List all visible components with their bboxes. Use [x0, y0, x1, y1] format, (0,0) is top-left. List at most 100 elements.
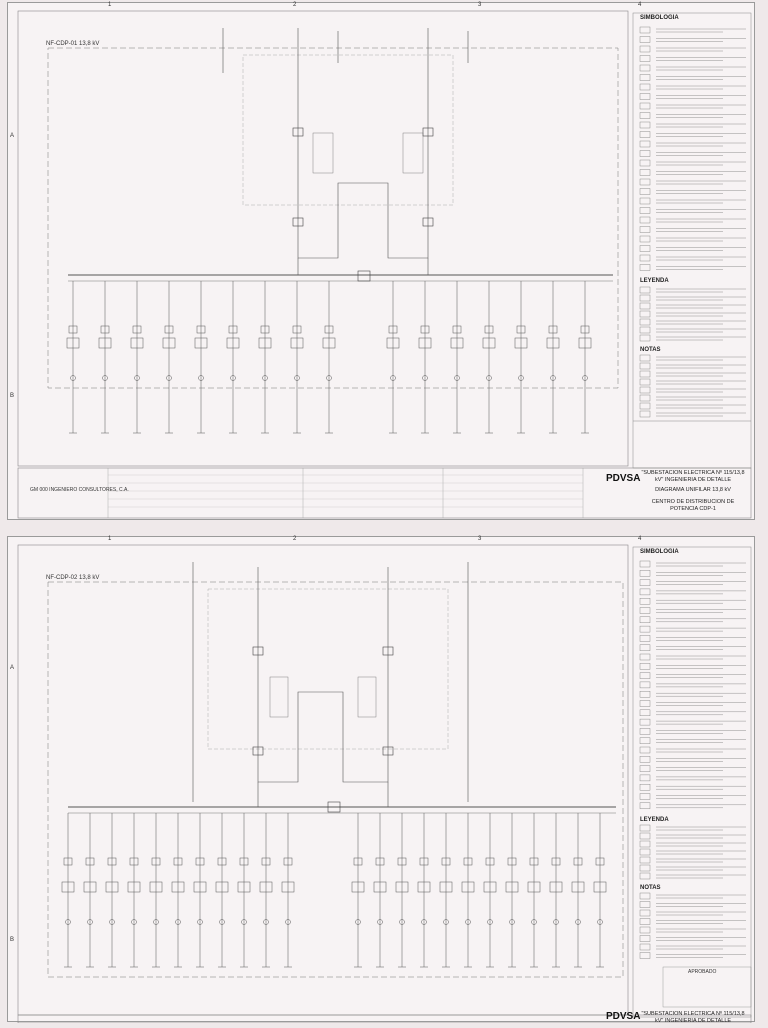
- col-number-3: 3: [478, 2, 482, 8]
- feeder-breaker: [151, 857, 161, 866]
- feeder-relay: [439, 881, 453, 893]
- symbol-glyph: [639, 286, 651, 294]
- feeder-relay: [61, 881, 75, 893]
- feeder-relay: [593, 881, 607, 893]
- feeder-breaker: [548, 325, 558, 334]
- feeder-ct: [285, 919, 291, 925]
- feeder-breaker: [529, 857, 539, 866]
- symbol-glyph: [639, 188, 651, 195]
- feeder-relay: [281, 881, 295, 893]
- feeder-breaker: [68, 325, 78, 334]
- feeder-breaker: [551, 857, 561, 866]
- legend-heading: LEYENDA: [640, 817, 669, 823]
- feeder-breaker: [292, 325, 302, 334]
- feeder-ct: [109, 919, 115, 925]
- bus-label: NF-CDP-01 13,8 kV: [46, 41, 100, 47]
- symbol-glyph: [639, 832, 651, 840]
- feeder-relay: [417, 881, 431, 893]
- feeder-breaker: [196, 325, 206, 334]
- symbol-glyph: [639, 36, 651, 43]
- symbol-glyph: [639, 872, 651, 880]
- symbol-glyph: [639, 848, 651, 856]
- symbol-glyph: [639, 140, 651, 148]
- feeder-breaker: [463, 857, 473, 866]
- symbol-glyph: [639, 410, 651, 418]
- symbol-glyph: [639, 302, 651, 310]
- drawing-title-3: CENTRO DE DISTRIBUCION DE POTENCIA CDP-1: [651, 499, 735, 512]
- symbol-glyph: [639, 943, 651, 951]
- feeder-ct: [241, 919, 247, 925]
- symbol-glyph: [639, 197, 651, 205]
- pdvsa-logo: PDVSA: [606, 1011, 641, 1022]
- symbol-glyph: [639, 254, 651, 262]
- feeder-relay: [258, 337, 272, 349]
- symbol-glyph: [639, 824, 651, 832]
- feeder-breaker: [353, 857, 363, 866]
- symbol-glyph: [639, 402, 651, 410]
- symbol-glyph: [639, 294, 651, 302]
- feeder-relay: [226, 337, 240, 349]
- feeder-ct: [443, 919, 449, 925]
- feeder-relay: [373, 881, 387, 893]
- drawing-sheet-1: 1 2 3 4 A B NF-CDP-01 13,8 kV SIMBOLOGIA…: [7, 2, 755, 520]
- feeder-breaker: [485, 857, 495, 866]
- feeder-relay: [237, 881, 251, 893]
- feeder-ct: [70, 375, 76, 381]
- symbol-glyph: [639, 644, 651, 651]
- feeder-ct: [465, 919, 471, 925]
- symbol-glyph: [639, 334, 651, 342]
- symbol-glyph: [639, 774, 651, 782]
- feeder-relay: [130, 337, 144, 349]
- feeder-relay: [546, 337, 560, 349]
- feeder-relay: [578, 337, 592, 349]
- feeder-ct: [87, 919, 93, 925]
- feeder-ct: [219, 919, 225, 925]
- symbol-glyph: [639, 746, 651, 754]
- feeder-relay: [386, 337, 400, 349]
- symbol-glyph: [639, 112, 651, 119]
- drawing-title-1: "SUBESTACION ELECTRICA Nº 115/13,8 kV" I…: [641, 1011, 745, 1024]
- feeder-breaker: [419, 857, 429, 866]
- drawing-sheet-2: 1 2 3 4 A B NF-CDP-02 13,8 kV SIMBOLOGIA…: [7, 536, 755, 1024]
- symbol-glyph: [639, 362, 651, 370]
- feeder-relay: [450, 337, 464, 349]
- feeder-ct: [65, 919, 71, 925]
- single-line-diagram-2: [17, 544, 752, 1024]
- symbol-glyph: [639, 216, 651, 224]
- symbol-glyph: [639, 793, 651, 800]
- notes-heading: NOTAS: [640, 885, 661, 891]
- feeder-ct: [198, 375, 204, 381]
- company-name: GM 000 INGENIERO CONSULTORES, C.A.: [30, 487, 129, 493]
- feeder-ct: [399, 919, 405, 925]
- col-number-1: 1: [108, 536, 112, 542]
- feeder-relay: [83, 881, 97, 893]
- feeder-breaker: [484, 325, 494, 334]
- symbol-glyph: [639, 370, 651, 378]
- symbol-glyph: [639, 178, 651, 186]
- feeder-ct: [175, 919, 181, 925]
- feeder-breaker: [217, 857, 227, 866]
- symbol-glyph: [639, 901, 651, 908]
- feeder-ct: [487, 919, 493, 925]
- symbol-glyph: [639, 226, 651, 233]
- feeder-breaker: [107, 857, 117, 866]
- feeder-ct: [262, 375, 268, 381]
- feeder-relay: [162, 337, 176, 349]
- feeder-relay: [290, 337, 304, 349]
- symbol-glyph: [639, 121, 651, 129]
- symbol-glyph: [639, 737, 651, 744]
- feeder-ct: [230, 375, 236, 381]
- feeder-relay: [505, 881, 519, 893]
- symbol-glyph: [639, 235, 651, 243]
- symbol-glyph: [639, 26, 651, 34]
- symbol-glyph: [639, 55, 651, 62]
- symbol-glyph: [639, 169, 651, 176]
- feeder-relay: [461, 881, 475, 893]
- symbol-glyph: [639, 935, 651, 942]
- feeder-ct: [518, 375, 524, 381]
- pdvsa-logo: PDVSA: [606, 473, 641, 484]
- symbol-glyph: [639, 625, 651, 633]
- row-letter-b: B: [10, 393, 15, 399]
- col-number-4: 4: [638, 2, 642, 8]
- feeder-relay: [149, 881, 163, 893]
